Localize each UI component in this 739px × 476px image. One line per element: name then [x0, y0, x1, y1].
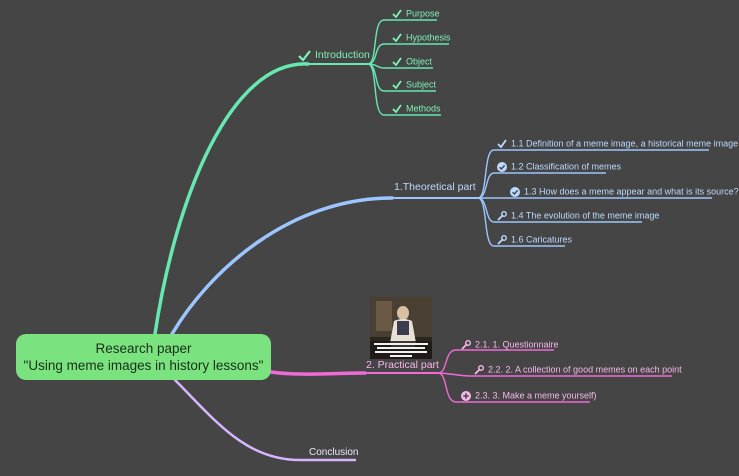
theoretical-node[interactable]: 1.Theoretical part — [394, 181, 476, 193]
practical-item-2-1[interactable]: 2.1. 1. Questionnaire — [461, 338, 559, 351]
check-circle-icon — [497, 161, 507, 172]
intro-item-methods[interactable]: Methods — [392, 102, 441, 115]
root-subtitle: "Using meme images in history lessons" — [23, 358, 264, 373]
intro-item-purpose[interactable]: Purpose — [392, 7, 440, 20]
conclusion-node[interactable]: Conclusion — [309, 447, 359, 458]
theory-item-1-3[interactable]: 1.3 How does a meme appear and what is i… — [510, 185, 739, 198]
introduction-node[interactable]: Introduction — [298, 49, 370, 62]
check-icon — [392, 9, 402, 19]
meme-image[interactable] — [370, 297, 432, 359]
check-icon — [392, 80, 402, 90]
wrench-icon — [474, 364, 484, 375]
napoleon-meme-picture — [370, 297, 432, 359]
intro-item-hypothesis[interactable]: Hypothesis — [392, 31, 451, 44]
practical-item-2-3[interactable]: 2.3. 3. Make a meme yourself) — [461, 389, 597, 402]
theory-item-1-4[interactable]: 1.4 The evolution of the meme image — [497, 209, 659, 222]
theory-item-1-6[interactable]: 1.6 Caricatures — [497, 233, 572, 246]
check-icon — [298, 50, 311, 62]
check-icon — [392, 57, 402, 67]
wrench-icon — [497, 234, 507, 245]
theory-item-1-2[interactable]: 1.2 Classification of memes — [497, 160, 621, 173]
root-node[interactable]: Research paper "Using meme images in his… — [16, 334, 271, 380]
intro-item-subject[interactable]: Subject — [392, 78, 436, 91]
wrench-icon — [461, 339, 471, 350]
check-icon — [497, 139, 507, 149]
introduction-label: Introduction — [315, 49, 370, 61]
check-circle-icon — [510, 186, 520, 197]
practical-item-2-2[interactable]: 2.2. 2. A collection of good memes on ea… — [474, 363, 682, 376]
plus-circle-icon — [461, 390, 471, 401]
check-icon — [392, 104, 402, 114]
intro-item-object[interactable]: Object — [392, 55, 432, 68]
theory-item-1-1[interactable]: 1.1 Definition of a meme image, a histor… — [497, 137, 738, 150]
check-icon — [392, 33, 402, 43]
root-title: Research paper — [95, 341, 192, 356]
wrench-icon — [497, 210, 507, 221]
practical-node[interactable]: 2. Practical part — [366, 359, 439, 371]
